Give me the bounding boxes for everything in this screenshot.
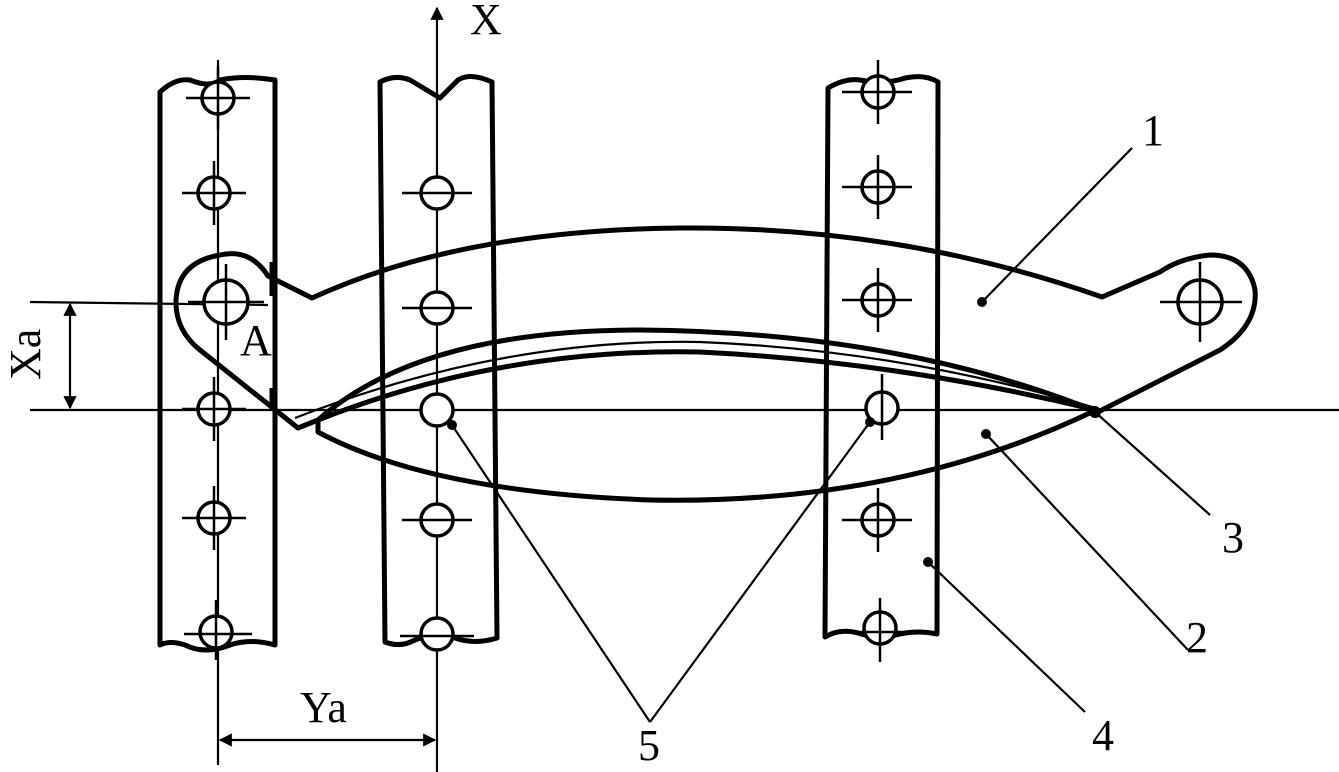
callout-2-label: 2 [1186, 613, 1208, 662]
callout-4-leader [927, 561, 1086, 713]
blade-inner-edge [294, 340, 1097, 420]
hole-marker [842, 268, 912, 332]
hole-marker [844, 598, 916, 662]
hole-marker [182, 377, 246, 441]
hole-marker [402, 502, 472, 538]
hole-marker [400, 616, 474, 652]
callout-1-leader [981, 147, 1133, 303]
x-axis-label: X [470, 0, 502, 44]
middle-strip [377, 74, 500, 648]
callout-1-label: 1 [1142, 106, 1164, 155]
left-strip [157, 75, 278, 653]
ya-dimension-label: Ya [300, 683, 347, 732]
callout-5-label: 5 [638, 721, 660, 770]
right-strip-holes [842, 60, 916, 662]
callout-3-leader [1094, 411, 1211, 516]
middle-strip-holes [400, 175, 474, 652]
callout-5-leader-left [451, 424, 651, 723]
point-a-label: A [240, 316, 272, 365]
hole-marker [842, 60, 912, 124]
hole-marker [842, 155, 912, 219]
callout-4-label: 4 [1092, 711, 1114, 760]
hole-marker [842, 488, 912, 552]
xa-dimension-label: Xa [1, 329, 50, 380]
lever-plate-part-1 [173, 225, 1258, 431]
left-strip-holes [182, 66, 264, 660]
hole-marker [184, 600, 252, 660]
hole-marker [402, 175, 472, 211]
callout-2-leader [985, 433, 1189, 651]
hole-marker [402, 290, 472, 326]
hole-marker [864, 374, 900, 440]
hole-marker [188, 264, 264, 340]
callout-5-leader-right [649, 421, 871, 723]
part-1-end-hole [1160, 262, 1242, 342]
hole-marker [186, 66, 250, 130]
callout-3-label: 3 [1222, 513, 1244, 562]
hole-marker [419, 392, 455, 428]
hole-marker [182, 486, 246, 550]
hole-marker [182, 161, 246, 225]
